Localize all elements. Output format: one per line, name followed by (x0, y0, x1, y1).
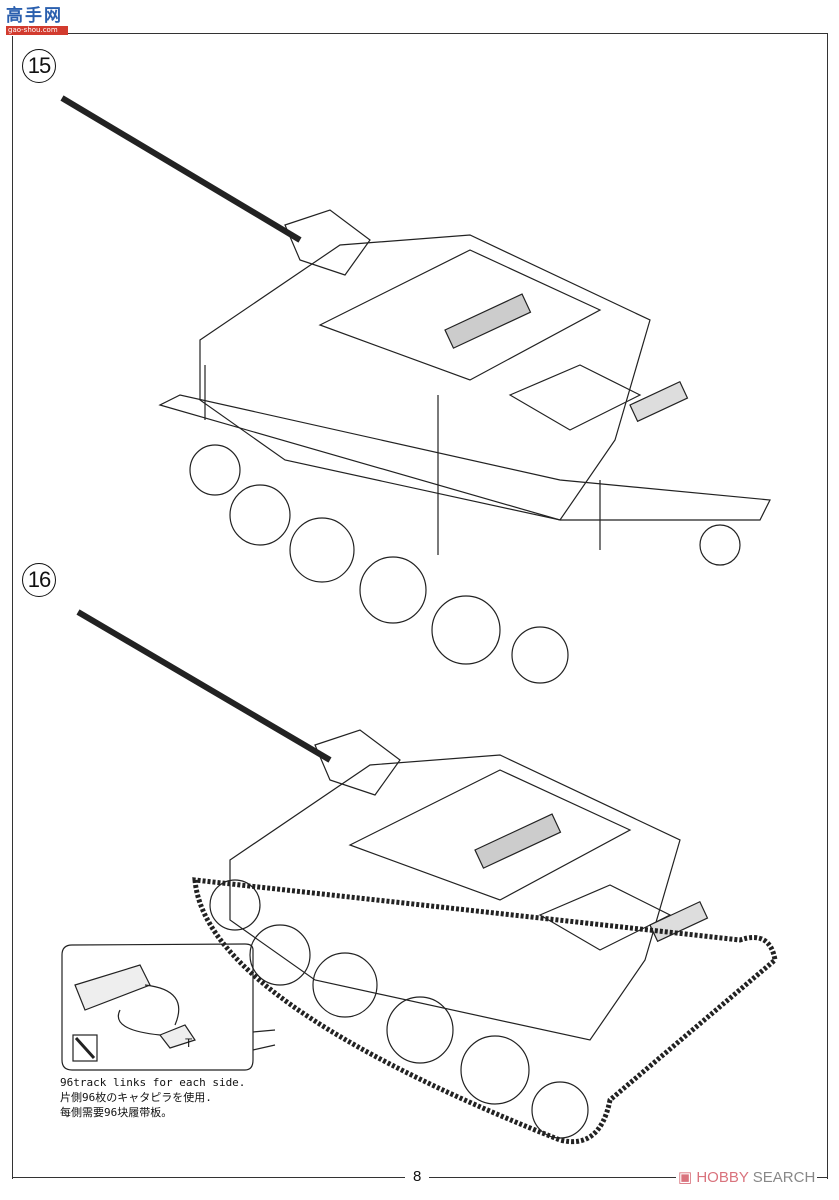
track-link-strip (74, 964, 151, 1011)
step-number-15: 15 (22, 49, 56, 83)
hobby-search-watermark: ▣ HOBBY SEARCH (676, 1168, 818, 1186)
gun-mantlet (314, 729, 401, 796)
single-track-link (159, 1024, 196, 1049)
track-guard (158, 394, 771, 521)
superstructure (199, 234, 651, 521)
page-number: 8 (405, 1168, 430, 1185)
gun-barrel (60, 95, 302, 243)
road-wheels (209, 879, 589, 1139)
page-border (12, 33, 828, 1179)
superstructure (229, 754, 681, 1041)
step-number-16: 16 (22, 563, 56, 597)
engine-grille (444, 293, 532, 349)
engine-grille (474, 813, 562, 869)
watermark-logo: 高手网 gao-shou.com (6, 6, 68, 36)
road-wheels (189, 444, 741, 684)
track-note: 96track links for each side. 片側96枚のキャタピラ… (60, 1076, 246, 1119)
gun-mantlet (284, 209, 371, 276)
gun-barrel (76, 609, 332, 763)
roof-plate (348, 769, 632, 901)
cement-prohibited-icon (72, 1034, 98, 1062)
track (192, 877, 778, 1145)
muffler (649, 900, 709, 943)
engine-hatch (508, 364, 642, 431)
muffler (629, 380, 689, 423)
hobby-search-logo-icon: ▣ (678, 1169, 697, 1186)
part-label-t: T (185, 1036, 193, 1050)
engine-hatch (538, 884, 672, 951)
roof-plate (318, 249, 602, 381)
tank-step-16 (76, 609, 778, 1145)
tank-step-15 (60, 95, 771, 684)
track-link-detail-inset (61, 943, 276, 1071)
